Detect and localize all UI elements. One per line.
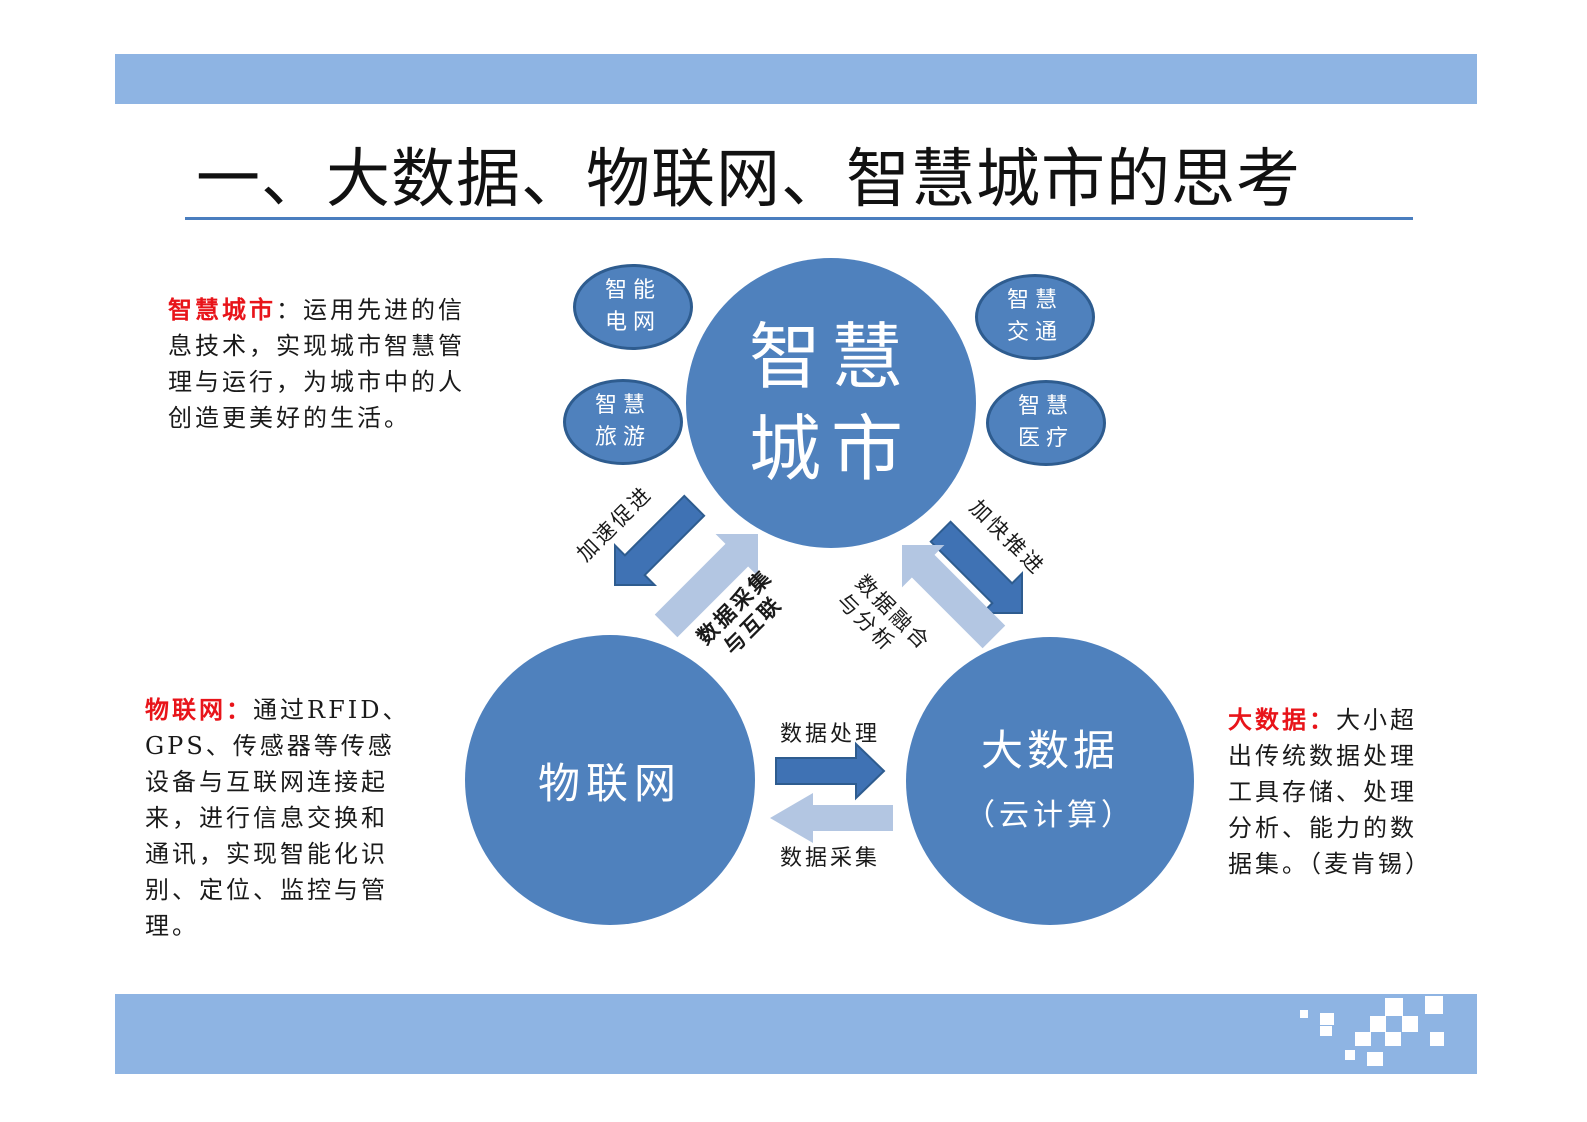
arrow-bigdata-to-iot bbox=[770, 793, 893, 843]
big-data-term: 大数据 bbox=[1228, 705, 1309, 734]
iot-term: 物联网 bbox=[145, 695, 226, 724]
big-data-description: 大数据：大小超 出传统数据处理 工具存储、处理 分析、能力的数 据集。（麦肯锡） bbox=[1228, 705, 1432, 878]
node-iot: 物联网 bbox=[465, 635, 755, 925]
slide-title: 一、大数据、物联网、智慧城市的思考 bbox=[196, 143, 1301, 217]
iot-description: 物联网：通过RFID、 GPS、传感器等传感 设备与互联网连接起 来，进行信息交… bbox=[145, 695, 410, 940]
node-smart-tourism: 智慧 旅游 bbox=[563, 379, 683, 465]
top-banner bbox=[115, 54, 1477, 104]
arrow-city-to-iot bbox=[614, 494, 706, 586]
smart-city-description: 智慧城市：运用先进的信 息技术，实现城市智慧管 理与运行，为城市中的人 创造更美… bbox=[168, 295, 465, 432]
arrow-iot-to-city bbox=[654, 534, 758, 638]
node-smart-transport: 智慧 交通 bbox=[975, 274, 1095, 360]
smart-city-term: 智慧城市 bbox=[168, 295, 276, 324]
label-bigdata-to-iot: 数据采集 bbox=[780, 846, 881, 871]
node-smart-grid: 智能 电网 bbox=[573, 264, 693, 350]
label-iot-to-bigdata: 数据处理 bbox=[780, 722, 881, 747]
title-underline bbox=[185, 217, 1413, 220]
node-big-data: 大数据 （云计算） bbox=[906, 637, 1194, 925]
bottom-banner bbox=[115, 994, 1477, 1074]
arrow-bigdata-to-city bbox=[902, 545, 1006, 649]
node-smart-healthcare: 智慧 医疗 bbox=[986, 380, 1106, 466]
node-smart-city: 智慧 城市 bbox=[686, 258, 976, 548]
arrow-iot-to-bigdata bbox=[775, 741, 886, 801]
